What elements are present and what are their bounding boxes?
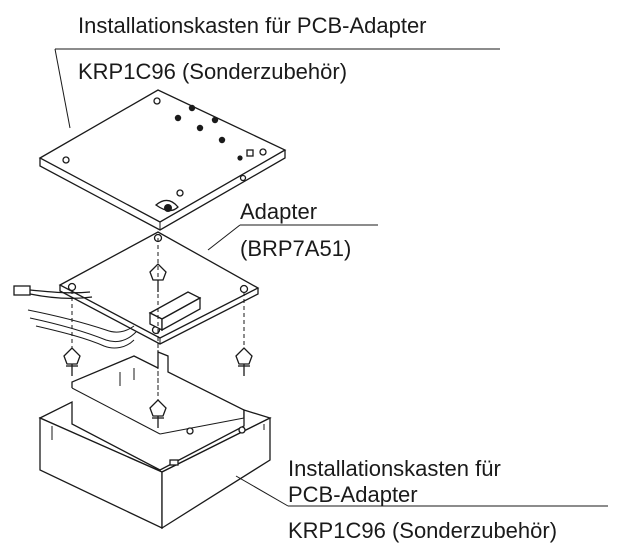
top-cover-plate: [38, 89, 287, 231]
top-cover-label-line1: Installationskasten für PCB-Adapter: [78, 13, 427, 38]
adapter-pcb: [58, 231, 260, 345]
standoff-center: [149, 399, 167, 428]
top-cover-label-line2: KRP1C96 (Sonderzubehör): [78, 59, 348, 84]
adapter-label-line2: (BRP7A51): [240, 236, 352, 261]
bottom-installation-box: [38, 351, 272, 530]
standoff-left: [63, 347, 81, 376]
pcb-standoffs: [63, 347, 253, 428]
bottom-box-label-line2: PCB-Adapter: [288, 482, 418, 507]
top-cover-leader: [54, 48, 500, 129]
bottom-box-label-line1: Installationskasten für: [288, 456, 501, 481]
cable-bundle: [13, 285, 137, 349]
standoff-right: [235, 347, 253, 376]
bottom-box-label-line3: KRP1C96 (Sonderzubehör): [288, 518, 558, 543]
adapter-leader: [207, 224, 378, 251]
adapter-label-line1: Adapter: [240, 199, 318, 224]
bottom-box-leader: [235, 475, 608, 507]
